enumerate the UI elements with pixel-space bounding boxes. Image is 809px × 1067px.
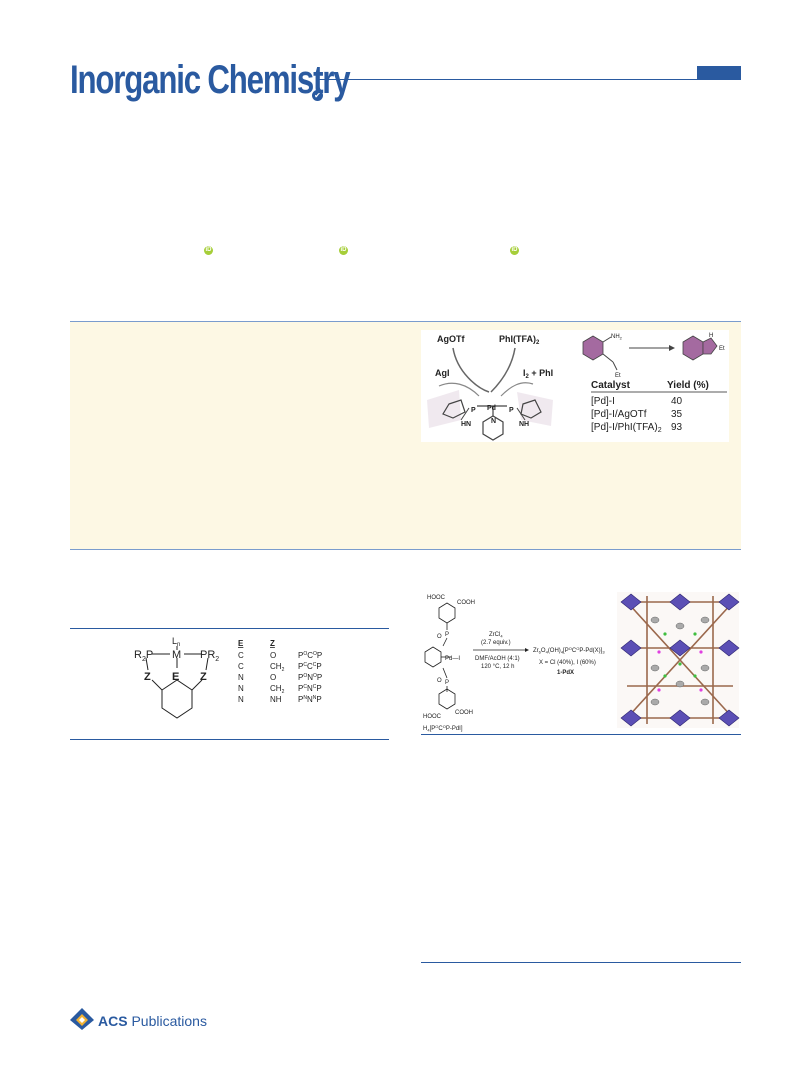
col-e-header: E bbox=[238, 639, 244, 648]
row-label: PONOP bbox=[298, 673, 322, 682]
et-label-end: Et bbox=[719, 346, 725, 352]
table-row-yield: 93 bbox=[671, 422, 683, 433]
solvent-label: DMF/AcOH (4:1) bbox=[475, 656, 520, 662]
linker-p-label: P bbox=[445, 680, 449, 686]
hooc-top-label: HOOC bbox=[427, 595, 446, 601]
row-label: PCNCP bbox=[298, 684, 322, 693]
z-left-label: Z bbox=[144, 671, 151, 683]
figure2-bottom-rule bbox=[421, 734, 741, 735]
e-label: E bbox=[172, 671, 179, 683]
journal-title: Inorganic Chemistry bbox=[70, 58, 351, 102]
compound-label: 1-PdX bbox=[557, 670, 574, 676]
yield-table: Catalyst Yield (%) [Pd]-I 40 [Pd]-I/AgOT… bbox=[591, 380, 727, 434]
cooh-bottom-label: COOH bbox=[455, 710, 473, 716]
row-z: O bbox=[270, 673, 276, 682]
cooh-top-label: COOH bbox=[457, 600, 475, 606]
nh-label: NH bbox=[519, 421, 529, 428]
row-e: C bbox=[238, 662, 244, 671]
orcid-icon[interactable]: iD bbox=[510, 246, 519, 255]
product-label-group: Zr6O4(OH)4[POCOP-Pd(X)]3 X = Cl (40%), I… bbox=[533, 646, 605, 676]
phi-tfa-label: PhI(TFA)2 bbox=[499, 334, 540, 346]
p-right-label: P bbox=[509, 407, 514, 414]
h-label: H bbox=[709, 333, 713, 339]
equiv-label: (2.7 equiv.) bbox=[481, 640, 511, 646]
row-label: PCCCP bbox=[298, 662, 322, 671]
metal-label: M bbox=[172, 649, 181, 661]
header-rule bbox=[318, 79, 741, 80]
table-row-catalyst: [Pd]-I bbox=[591, 396, 615, 407]
figure1-bottom-rule bbox=[70, 739, 389, 740]
row-z: CH2 bbox=[270, 684, 285, 695]
pd-label: Pd bbox=[487, 405, 496, 412]
toc-graphic-svg: AgOTf PhI(TFA)2 AgI I2 + PhI Pd P P N HN… bbox=[427, 333, 727, 441]
linker-name: H4[POCOP-PdI] bbox=[423, 724, 463, 732]
table-row-catalyst: [Pd]-I/AgOTf bbox=[591, 409, 647, 420]
row-e: N bbox=[238, 695, 244, 704]
product-formula: Zr6O4(OH)4[POCOP-Pd(X)]3 bbox=[533, 646, 605, 655]
orcid-icon[interactable]: iD bbox=[339, 246, 348, 255]
mof-crystal-structure bbox=[617, 592, 740, 728]
pr2-label: PR2 bbox=[200, 649, 219, 663]
figure1-pincer-structure: R2P M Ln PR2 Z E Z E Z C O POCOP C CH2 P… bbox=[134, 636, 322, 719]
n-label: N bbox=[491, 418, 496, 425]
abstract-top-rule bbox=[70, 321, 741, 322]
row-e: N bbox=[238, 684, 244, 693]
nh2-label: NH2 bbox=[611, 334, 623, 341]
row-z: CH2 bbox=[270, 662, 285, 673]
conditions-label: 120 °C, 12 h bbox=[481, 664, 514, 670]
catalyst-panel: AgOTf PhI(TFA)2 AgI I2 + PhI Pd P P N HN… bbox=[427, 334, 553, 441]
pd-i-label: Pd—I bbox=[445, 656, 460, 662]
acs-publications-wordmark: ACS Publications bbox=[98, 1013, 207, 1029]
row-label: PNNNP bbox=[298, 695, 322, 704]
z-right-label: Z bbox=[200, 671, 207, 683]
header-tab bbox=[697, 66, 741, 79]
reaction-scheme: NH2 Et H Et bbox=[582, 333, 725, 379]
halide-ratio-label: X = Cl (40%), I (60%) bbox=[539, 660, 596, 666]
orcid-icon[interactable]: iD bbox=[204, 246, 213, 255]
row-label: POCOP bbox=[298, 651, 322, 660]
acs-logo-icon bbox=[70, 1008, 94, 1030]
table-header-yield: Yield (%) bbox=[667, 380, 709, 391]
publisher-rest: Publications bbox=[127, 1013, 207, 1029]
publisher-bold: ACS bbox=[98, 1013, 128, 1029]
col-z-header: Z bbox=[270, 639, 275, 648]
agotf-label: AgOTf bbox=[437, 334, 465, 344]
column-bottom-rule bbox=[421, 962, 741, 963]
table-row-yield: 35 bbox=[671, 409, 683, 420]
row-z: O bbox=[270, 651, 276, 660]
row-e: N bbox=[238, 673, 244, 682]
r2p-label: R2P bbox=[134, 649, 153, 663]
toc-graphic: AgOTf PhI(TFA)2 AgI I2 + PhI Pd P P N HN… bbox=[421, 330, 729, 442]
p-left-label: P bbox=[471, 407, 476, 414]
table-header-catalyst: Catalyst bbox=[591, 380, 631, 391]
figure1-table: E Z C O POCOP C CH2 PCCCP N O PONOP N CH… bbox=[238, 639, 322, 704]
i2-phi-label: I2 + PhI bbox=[523, 368, 553, 380]
reaction-conditions: ZrCl4 (2.7 equiv.) DMF/AcOH (4:1) 120 °C… bbox=[473, 632, 529, 670]
linker-p-label: P bbox=[445, 632, 449, 638]
check-icon[interactable]: ✔ bbox=[312, 90, 323, 101]
linker-structure bbox=[424, 602, 456, 710]
agi-label: AgI bbox=[435, 368, 450, 378]
figure1-top-rule bbox=[70, 628, 389, 629]
pincer-scaffold bbox=[145, 646, 209, 719]
hooc-bottom-label: HOOC bbox=[423, 714, 442, 720]
table-row-catalyst: [Pd]-I/PhI(TFA)2 bbox=[591, 422, 662, 434]
et-label-start: Et bbox=[615, 373, 621, 379]
figure2-mof-synthesis: HOOC COOH O P Pd—I O P HOOC COOH H4[POCO… bbox=[423, 592, 740, 732]
ligand-ln-label: Ln bbox=[172, 636, 180, 648]
abstract-bottom-rule bbox=[70, 549, 741, 550]
linker-o-label: O bbox=[437, 634, 442, 640]
table-row-yield: 40 bbox=[671, 396, 683, 407]
row-e: C bbox=[238, 651, 244, 660]
row-z: NH bbox=[270, 695, 282, 704]
reagent-label: ZrCl4 bbox=[489, 632, 503, 639]
hn-label: HN bbox=[461, 421, 471, 428]
linker-o-label: O bbox=[437, 678, 442, 684]
